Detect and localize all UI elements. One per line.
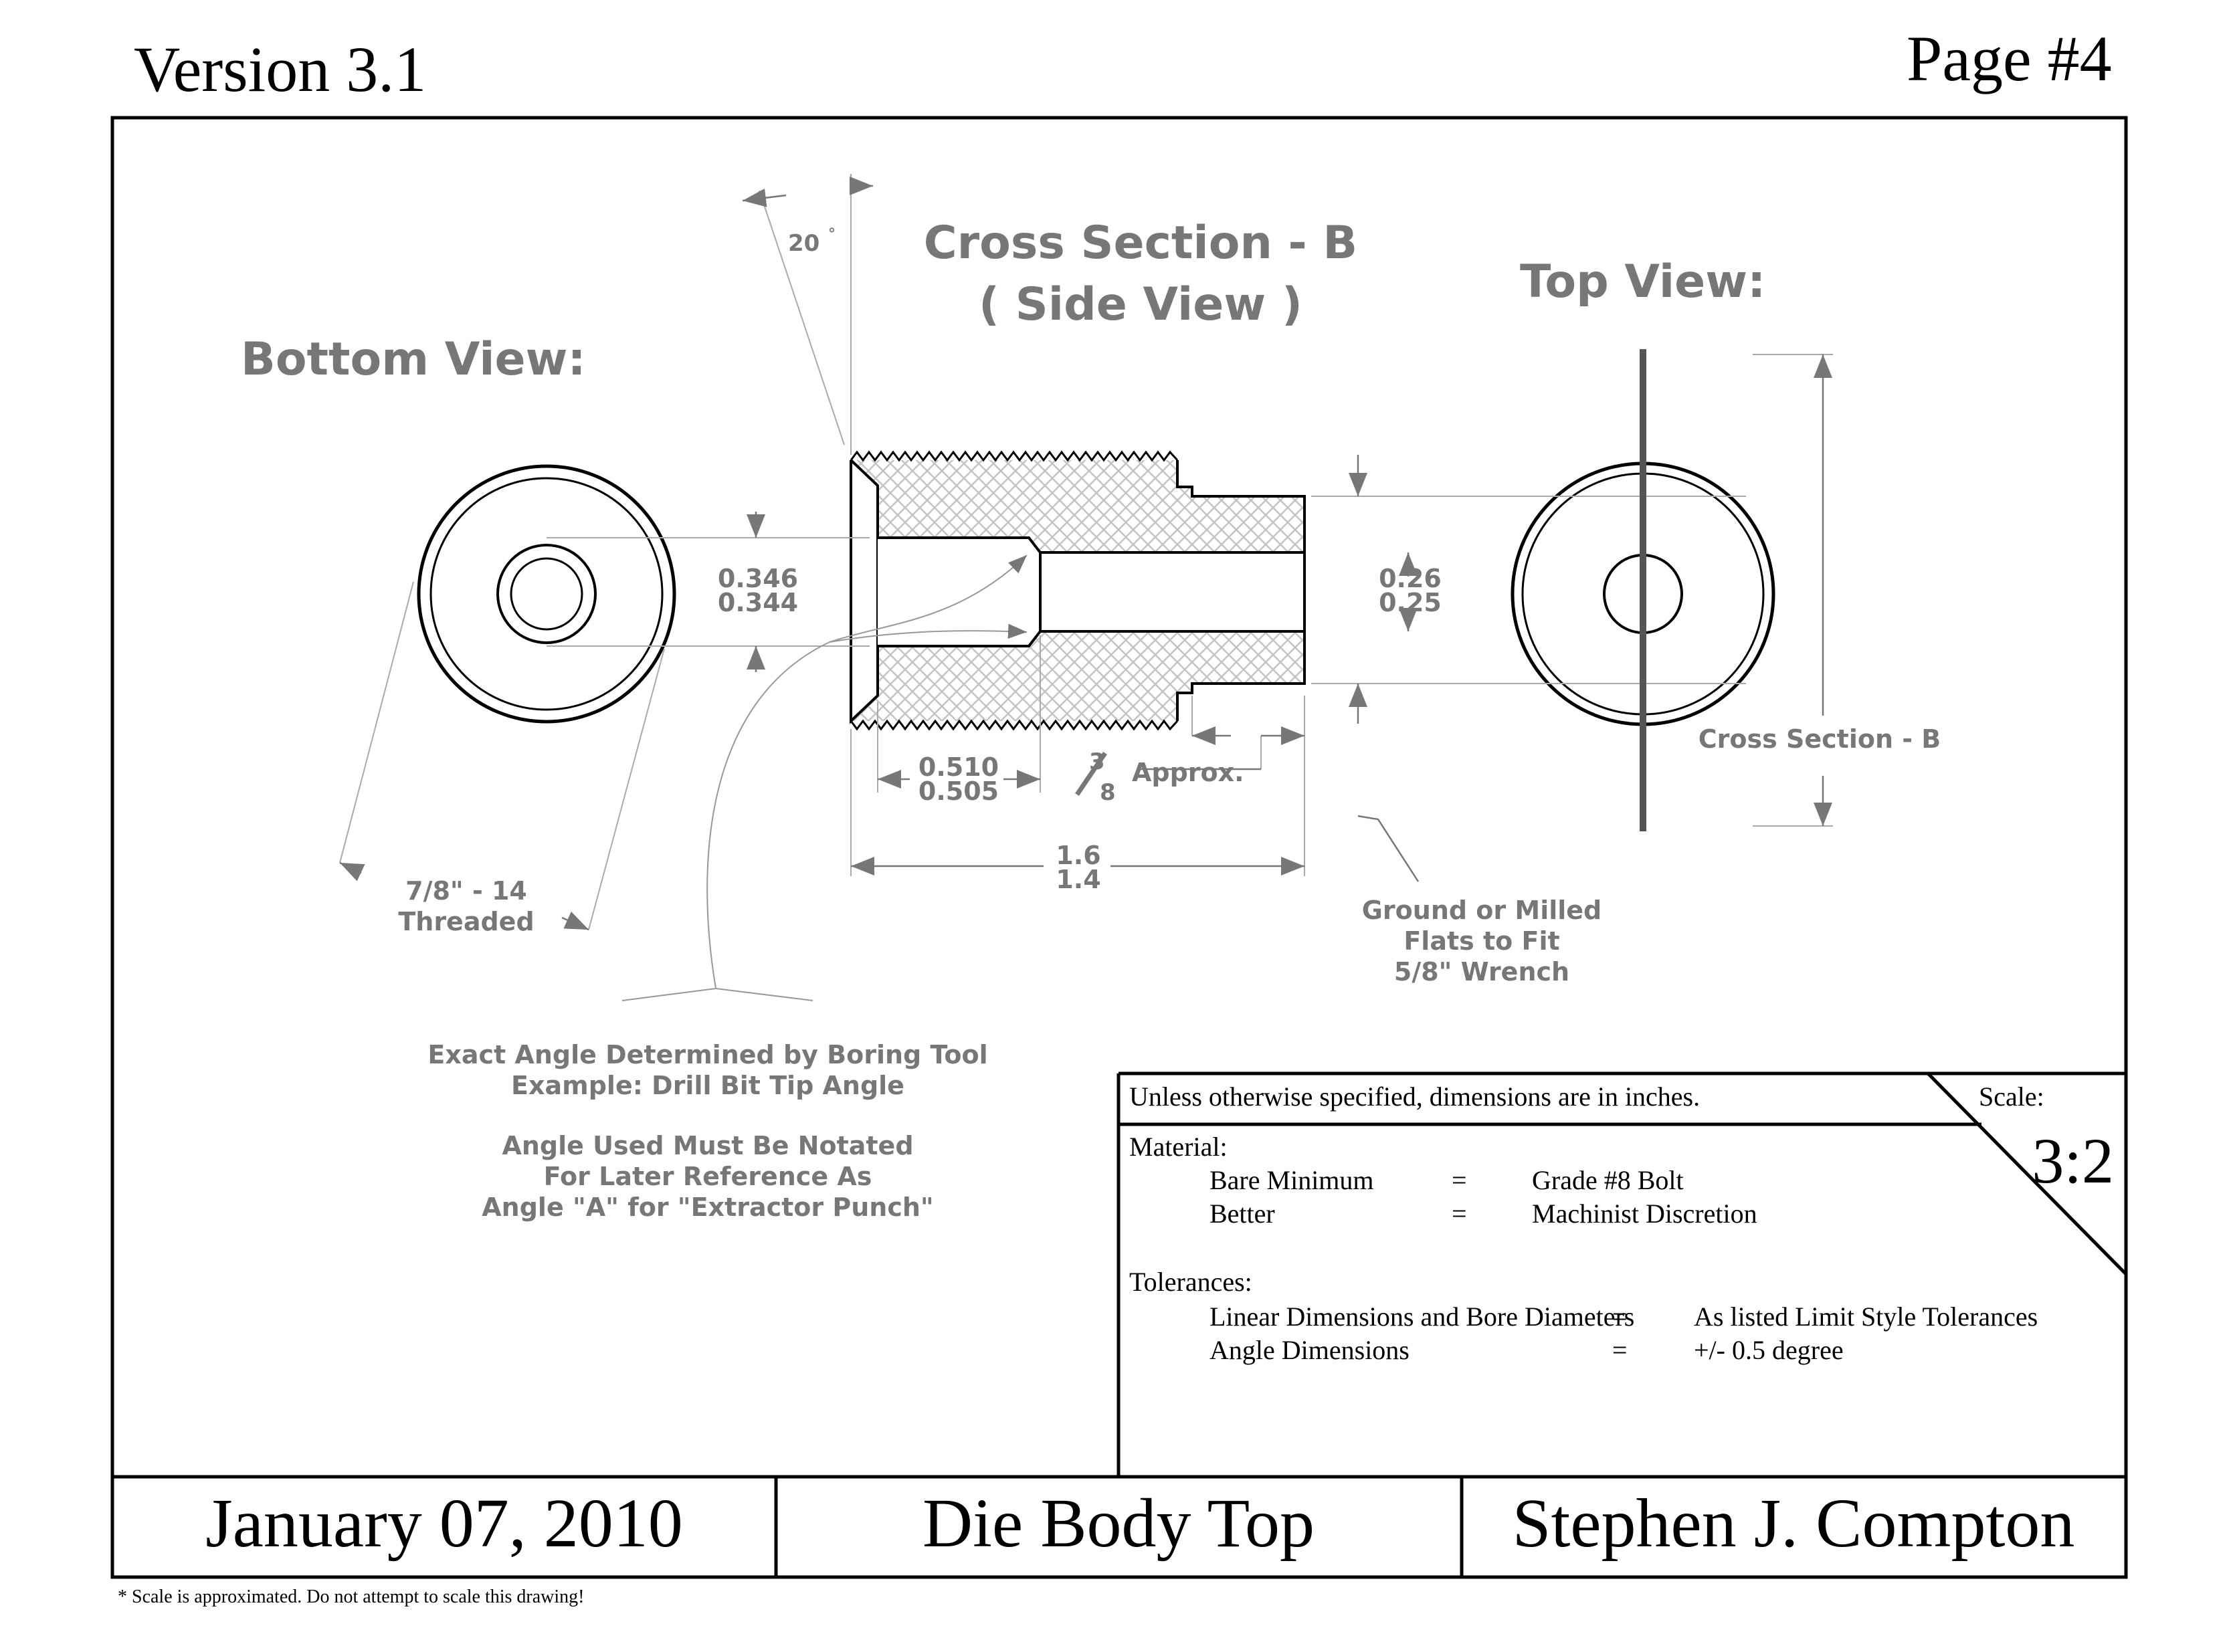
material-1-name: Bare Minimum xyxy=(1209,1165,1374,1195)
material-1-value: Grade #8 Bolt xyxy=(1532,1165,1684,1195)
hole-dim-lo: 0.25 xyxy=(1379,588,1442,617)
material-heading: Material: xyxy=(1129,1132,1228,1162)
tolerance-2-equals: = xyxy=(1612,1335,1628,1365)
scale-label: Scale: xyxy=(1979,1081,2044,1112)
sheet-border xyxy=(110,116,2128,1579)
angle-note-2: Example: Drill Bit Tip Angle xyxy=(511,1071,904,1100)
angle-leader xyxy=(621,554,1028,1001)
extension-lines xyxy=(339,174,1833,930)
drawing-title: Die Body Top xyxy=(923,1485,1315,1562)
length-dim-hi: 1.6 xyxy=(1056,841,1100,870)
angle-dimension: 20 xyxy=(788,230,819,257)
drawing-date: January 07, 2010 xyxy=(205,1485,682,1562)
bottom-view-title: Bottom View: xyxy=(241,333,586,386)
cross-section-ref: Cross Section - B xyxy=(1699,724,1941,754)
angle-note-3: Angle Used Must Be Notated xyxy=(502,1131,913,1160)
top-view-title: Top View: xyxy=(1520,255,1765,308)
material-2-name: Better xyxy=(1209,1199,1275,1229)
angle-note-5: Angle "A" for "Extractor Punch" xyxy=(482,1193,933,1222)
tolerance-2-name: Angle Dimensions xyxy=(1209,1335,1410,1365)
units-spec: Unless otherwise specified, dimensions a… xyxy=(1129,1081,1700,1112)
bore-dim-lo: 0.344 xyxy=(718,588,798,617)
bottom-view xyxy=(417,464,676,724)
bore-dim-hi: 0.346 xyxy=(718,564,798,593)
side-view-title: ( Side View ) xyxy=(979,278,1302,331)
depth-dim-lo: 0.505 xyxy=(918,777,999,806)
material-1-equals: = xyxy=(1452,1165,1467,1195)
fraction-slash xyxy=(1075,752,1107,796)
tolerance-1-name: Linear Dimensions and Bore Diameters xyxy=(1209,1302,1634,1332)
dimension-lines xyxy=(339,177,1832,931)
thread-label: Threaded xyxy=(398,907,534,936)
flats-note-3: 5/8" Wrench xyxy=(1394,957,1569,987)
angle-note-1: Exact Angle Determined by Boring Tool xyxy=(427,1040,987,1069)
page-number: Page #4 xyxy=(1907,23,2112,94)
approx-label: Approx. xyxy=(1132,758,1244,787)
angle-note-4: For Later Reference As xyxy=(544,1162,872,1191)
tolerance-1-value: As listed Limit Style Tolerances xyxy=(1694,1302,2038,1332)
hole-dim-hi: 0.26 xyxy=(1379,564,1442,593)
flats-note-1: Ground or Milled xyxy=(1362,896,1602,925)
drawing-author: Stephen J. Compton xyxy=(1513,1485,2075,1562)
tolerance-2-value: +/- 0.5 degree xyxy=(1694,1335,1844,1365)
title-block xyxy=(112,1071,2127,1577)
flats-note-2: Flats to Fit xyxy=(1403,926,1559,956)
version-label: Version 3.1 xyxy=(134,33,427,105)
fraction-denominator: 8 xyxy=(1100,779,1116,806)
cross-section-title: Cross Section - B xyxy=(924,217,1358,270)
thread-spec: 7/8" - 14 xyxy=(405,876,527,906)
depth-dim-hi: 0.510 xyxy=(918,752,999,782)
tolerance-1-equals: = xyxy=(1612,1302,1628,1332)
length-dim-lo: 1.4 xyxy=(1056,865,1100,894)
cross-section xyxy=(850,450,1306,731)
material-2-value: Machinist Discretion xyxy=(1532,1199,1757,1229)
tolerances-heading: Tolerances: xyxy=(1129,1267,1252,1297)
scale-value: 3:2 xyxy=(2032,1125,2114,1197)
angle-degree-symbol: ° xyxy=(828,226,836,243)
material-2-equals: = xyxy=(1452,1199,1467,1229)
scale-disclaimer: * Scale is approximated. Do not attempt … xyxy=(118,1586,585,1607)
